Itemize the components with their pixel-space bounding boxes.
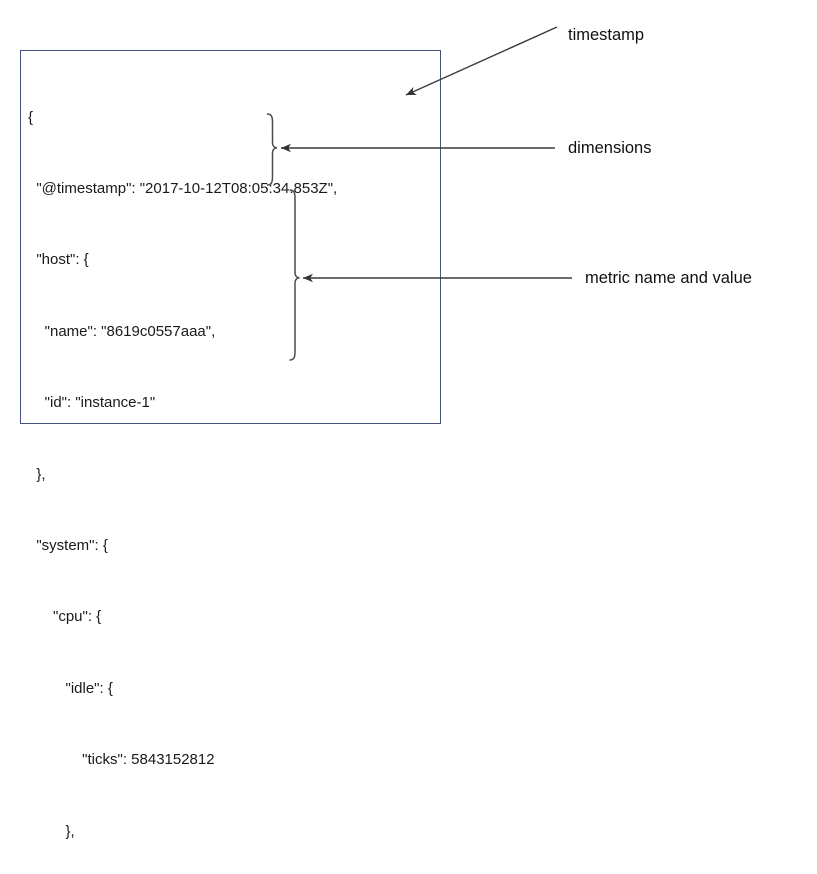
diagram-canvas: { "@timestamp": "2017-10-12T08:05:34.853… [20, 26, 752, 840]
json-line-idle-close: }, [28, 822, 75, 840]
json-document-box [20, 50, 441, 424]
annotation-label-metric: metric name and value [585, 269, 752, 287]
json-line: { [28, 108, 34, 126]
json-line-ticks: "ticks": 5843152812 [28, 751, 215, 769]
json-line-cpu-open: "cpu": { [28, 608, 102, 626]
json-line-system-open: "system": { [28, 536, 108, 554]
annotation-label-dimensions: dimensions [568, 139, 652, 157]
json-line-host-name: "name": "8619c0557aaa", [28, 322, 216, 340]
json-line-host-id: "id": "instance-1" [28, 394, 156, 412]
json-line-idle-open: "idle": { [28, 679, 113, 697]
annotation-label-timestamp: timestamp [568, 26, 645, 44]
json-line-timestamp: "@timestamp": "2017-10-12T08:05:34.853Z"… [28, 179, 338, 197]
json-code-block: { "@timestamp": "2017-10-12T08:05:34.853… [28, 58, 337, 874]
json-line-host-open: "host": { [28, 251, 89, 269]
json-line-host-close: }, [28, 465, 46, 483]
